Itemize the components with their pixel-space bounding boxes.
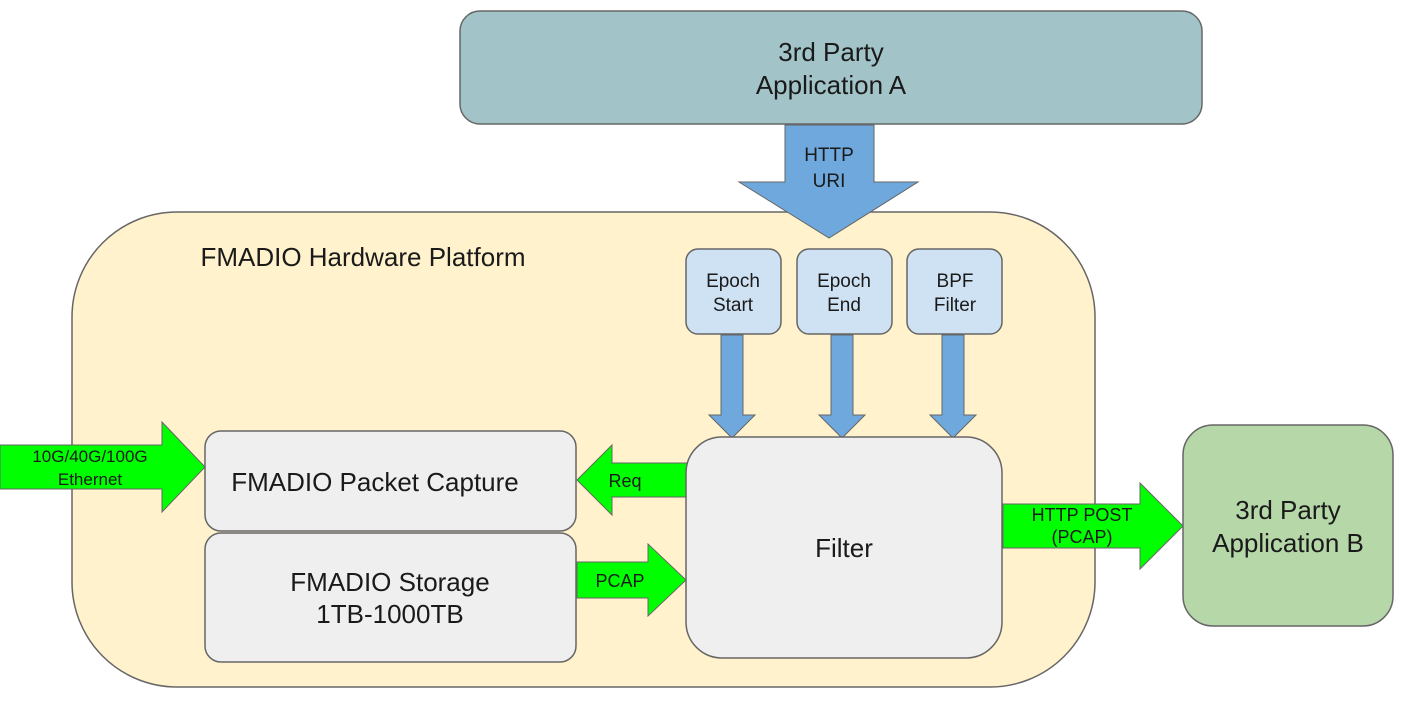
epoch-end-arrow (817, 334, 867, 439)
ethernet-input-arrow (0, 420, 206, 514)
http-uri-line2: URI (813, 171, 846, 192)
epoch-end-box (796, 248, 893, 335)
req-arrow (576, 443, 689, 517)
http-post-line1: HTTP POST (1032, 505, 1133, 525)
packet-capture-label: FMADIO Packet Capture (231, 467, 519, 497)
app-b-line1: 3rd Party (1235, 495, 1341, 525)
filter-label: Filter (815, 533, 873, 563)
storage-box (204, 532, 577, 663)
req-label: Req (608, 471, 641, 491)
app-b-line2: Application B (1212, 528, 1364, 558)
bpf-filter-arrow (928, 334, 978, 439)
app-a-line2: Application A (756, 70, 907, 100)
pcap-arrow (576, 542, 687, 618)
storage-label-line1: FMADIO Storage (290, 567, 489, 597)
http-post-line2: (PCAP) (1051, 527, 1112, 547)
storage-label-line2: 1TB-1000TB (316, 599, 463, 629)
http-post-arrow (1002, 481, 1184, 571)
epoch-start-arrow (707, 334, 757, 439)
epoch-start-line2: Start (713, 295, 754, 316)
bpf-filter-box (906, 248, 1003, 335)
ethernet-label-line2: Ethernet (58, 470, 123, 489)
bpf-filter-line1: BPF (937, 271, 974, 292)
epoch-start-box (685, 248, 782, 335)
epoch-start-line1: Epoch (706, 271, 760, 292)
epoch-end-line1: Epoch (817, 271, 871, 292)
bpf-filter-line2: Filter (934, 295, 977, 316)
pcap-label: PCAP (595, 571, 644, 591)
ethernet-label-line1: 10G/40G/100G (32, 447, 147, 466)
http-uri-line1: HTTP (804, 145, 854, 166)
filter-box (685, 436, 1003, 659)
platform-title: FMADIO Hardware Platform (200, 242, 525, 272)
epoch-end-line2: End (827, 295, 861, 316)
app-b-box (1182, 424, 1394, 627)
packet-capture-box (204, 430, 577, 532)
app-a-line1: 3rd Party (778, 37, 884, 67)
http-uri-arrow (737, 124, 920, 239)
app-a-box (459, 10, 1203, 125)
